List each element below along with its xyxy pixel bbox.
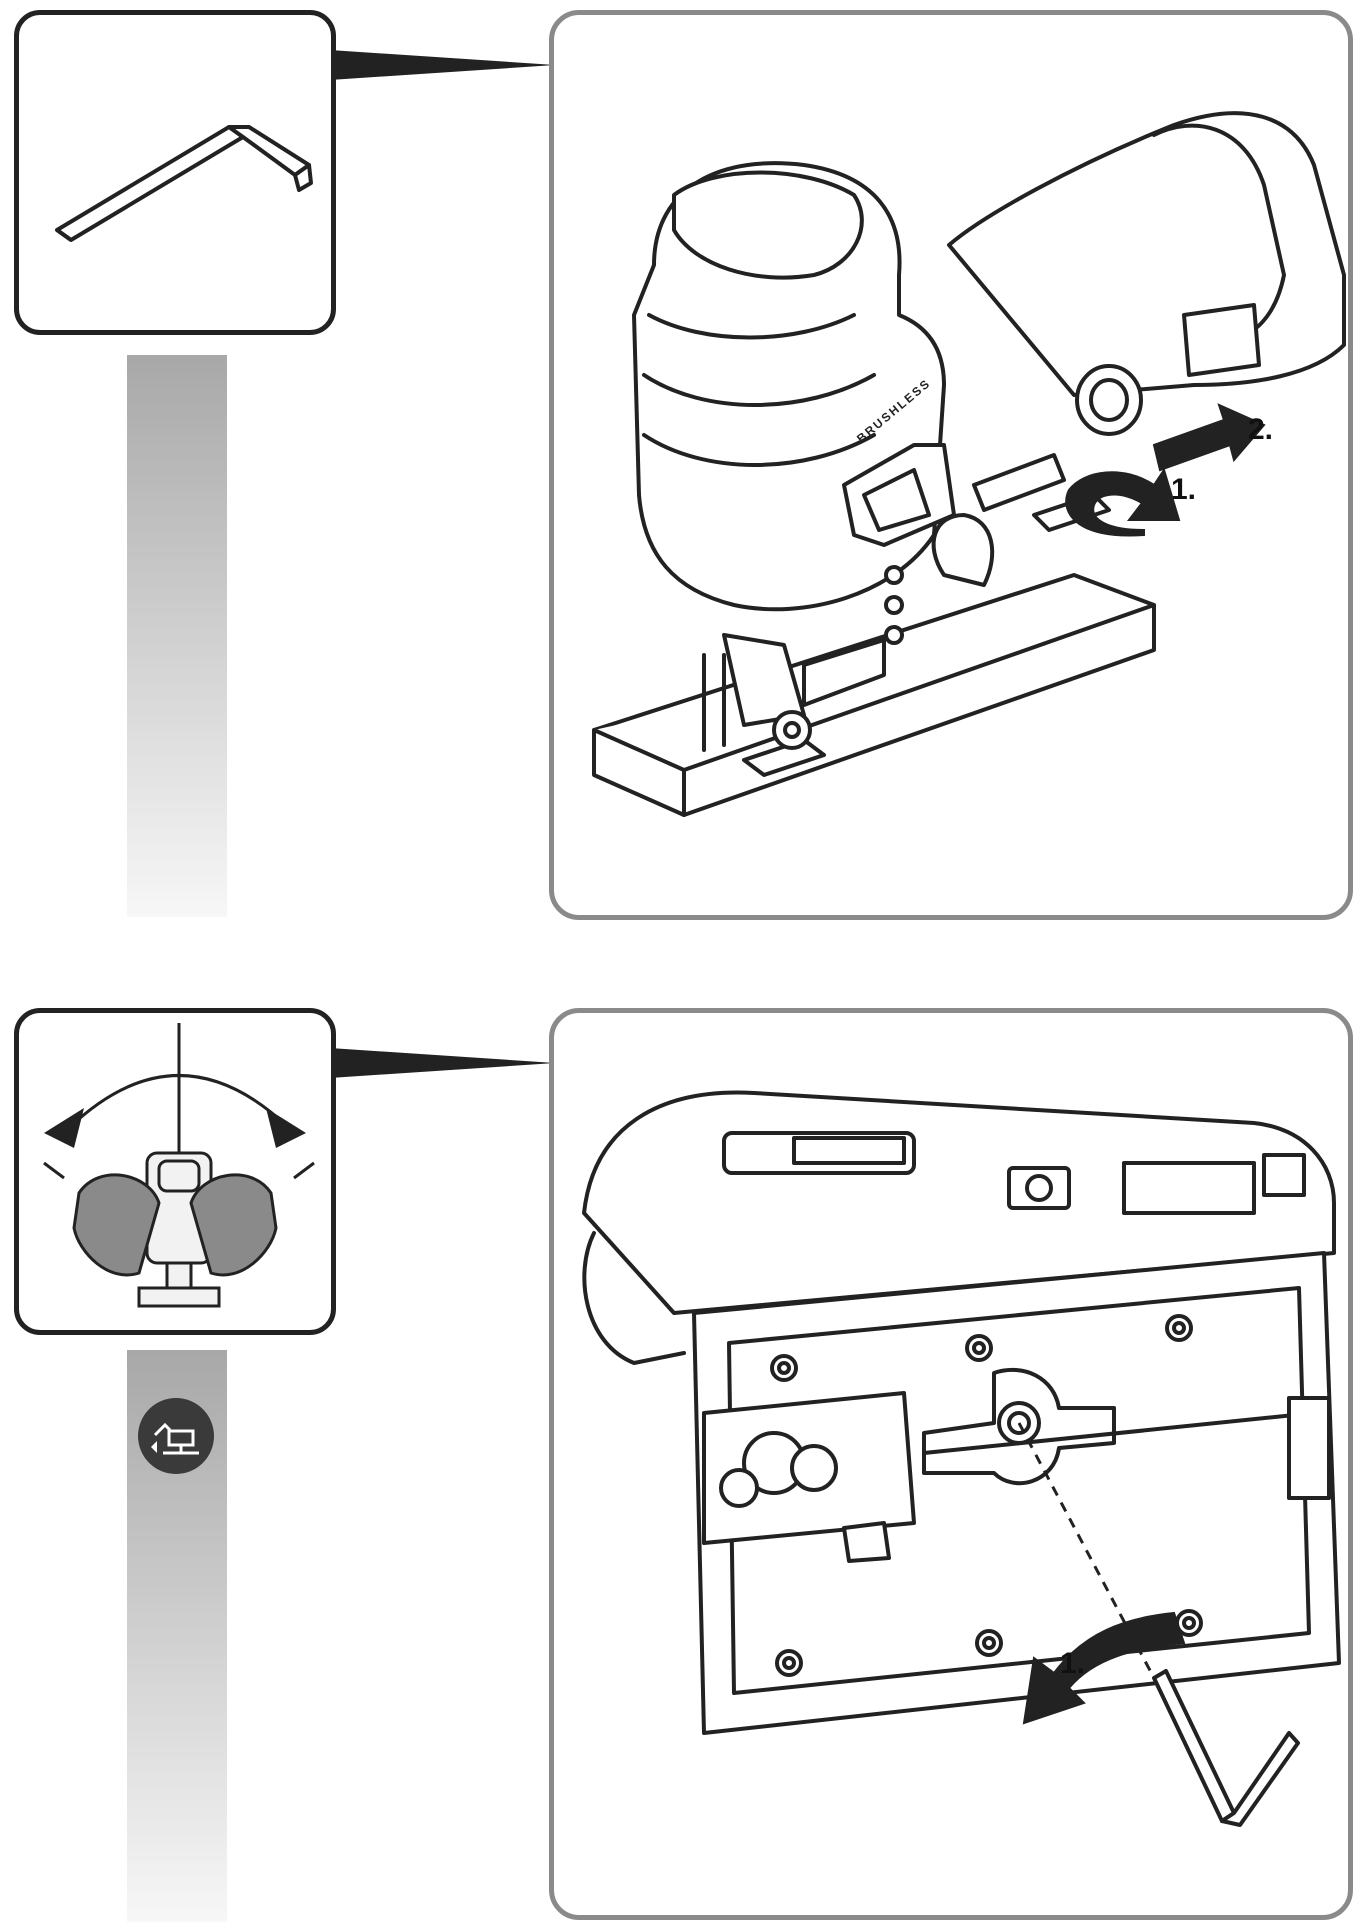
step-label-1-bottom: 1. — [1060, 1647, 1086, 1680]
jigsaw-step-panel-bottom: 1. — [549, 1008, 1353, 1920]
rotate-arrow-bottom — [1022, 1611, 1186, 1725]
step-label-2-top: 2. — [1248, 413, 1274, 446]
jigsaw-bottom-illustration — [582, 1090, 1341, 1827]
callout-connector-top — [330, 50, 555, 80]
hex-key-icon-box — [14, 10, 336, 335]
blade-angle-icon-box — [14, 1008, 336, 1335]
hex-key-icon — [55, 125, 313, 242]
bevel-adjust-badge-icon — [138, 1398, 214, 1474]
blade-angle-icon — [43, 1023, 315, 1308]
jigsaw-top-illustration — [592, 111, 1346, 817]
jigsaw-step-panel-top: 1. 2. BRUSHLESS — [549, 10, 1353, 920]
rotate-arrow-1 — [1065, 467, 1181, 537]
callout-connector-bottom — [330, 1048, 555, 1078]
push-arrow-2 — [1152, 403, 1266, 472]
step-label-1-top: 1. — [1171, 473, 1197, 506]
gradient-strip-top — [127, 355, 227, 917]
